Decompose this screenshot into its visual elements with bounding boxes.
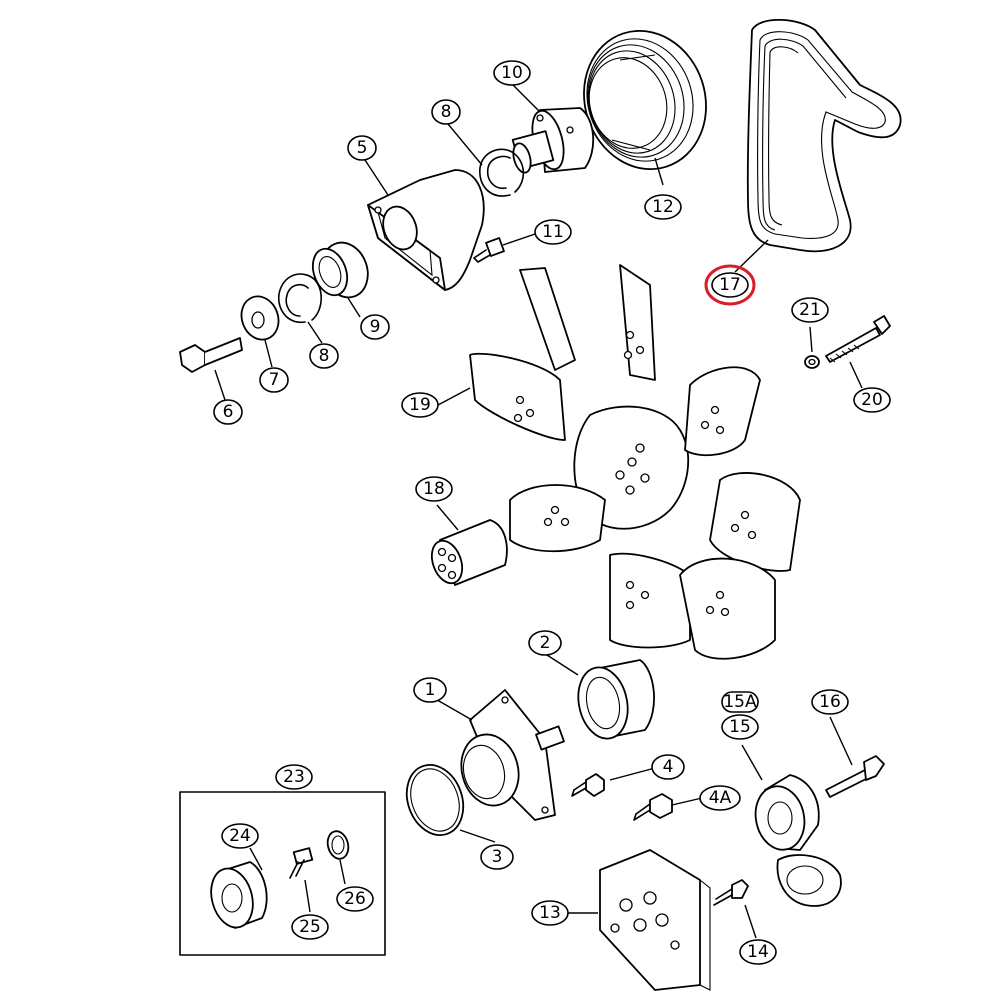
callout-8-upper: 8 bbox=[431, 99, 461, 125]
fan-part bbox=[469, 264, 801, 660]
leader-lines bbox=[214, 84, 863, 939]
callout-12: 12 bbox=[644, 194, 682, 220]
svg-text:11: 11 bbox=[542, 222, 564, 242]
svg-text:8: 8 bbox=[441, 102, 452, 122]
bolt-4a-part bbox=[633, 793, 673, 821]
svg-text:15A: 15A bbox=[723, 692, 757, 712]
svg-text:9: 9 bbox=[370, 317, 381, 337]
snap-ring-lower-part bbox=[278, 273, 322, 323]
stud-part bbox=[289, 847, 314, 879]
bolt-11-part bbox=[473, 237, 505, 263]
svg-text:14: 14 bbox=[747, 942, 769, 962]
svg-text:3: 3 bbox=[492, 847, 503, 867]
svg-text:21: 21 bbox=[799, 300, 821, 320]
callout-23: 23 bbox=[275, 764, 313, 790]
svg-text:26: 26 bbox=[344, 889, 366, 909]
callout-20: 20 bbox=[853, 387, 891, 413]
idler-pulley-part bbox=[210, 861, 268, 929]
svg-text:2: 2 bbox=[540, 633, 551, 653]
callout-11: 11 bbox=[534, 219, 572, 245]
bolt-14-part bbox=[713, 879, 749, 906]
svg-text:13: 13 bbox=[539, 903, 561, 923]
svg-text:25: 25 bbox=[299, 917, 321, 937]
callout-3: 3 bbox=[480, 844, 514, 870]
kit-box bbox=[179, 791, 386, 956]
snap-ring-upper-part bbox=[479, 148, 525, 197]
callout-24: 24 bbox=[221, 823, 259, 849]
bolt-16-part bbox=[825, 755, 885, 798]
svg-text:4: 4 bbox=[663, 757, 674, 777]
callout-14: 14 bbox=[739, 939, 777, 965]
pulley-part bbox=[583, 29, 707, 171]
housing-part bbox=[367, 169, 485, 291]
svg-text:1: 1 bbox=[425, 680, 436, 700]
bolt-4-part bbox=[571, 773, 605, 797]
callout-13: 13 bbox=[531, 900, 569, 926]
bearing-part bbox=[311, 241, 369, 299]
svg-text:10: 10 bbox=[501, 63, 523, 83]
svg-text:4A: 4A bbox=[709, 788, 732, 808]
hub-part bbox=[511, 107, 595, 174]
long-bolt-part bbox=[825, 315, 891, 363]
svg-text:8: 8 bbox=[319, 346, 330, 366]
o-ring-part bbox=[405, 764, 465, 836]
callout-19: 19 bbox=[401, 392, 439, 418]
svg-text:5: 5 bbox=[357, 138, 368, 158]
svg-text:16: 16 bbox=[819, 692, 841, 712]
callout-15a: 15A bbox=[721, 691, 759, 713]
callout-17: 17 bbox=[704, 264, 756, 306]
svg-text:12: 12 bbox=[652, 197, 674, 217]
callout-1: 1 bbox=[413, 677, 447, 703]
callout-4a: 4A bbox=[699, 785, 741, 811]
callout-26: 26 bbox=[336, 886, 374, 912]
callout-21: 21 bbox=[791, 297, 829, 323]
svg-text:19: 19 bbox=[409, 395, 431, 415]
svg-text:15: 15 bbox=[729, 717, 751, 737]
nut-part bbox=[804, 355, 820, 369]
spacer-part bbox=[430, 519, 508, 586]
callout-4: 4 bbox=[651, 754, 685, 780]
callout-10: 10 bbox=[493, 60, 531, 86]
callout-25: 25 bbox=[291, 914, 329, 940]
belt-part bbox=[746, 18, 902, 253]
callout-2: 2 bbox=[528, 630, 562, 656]
svg-text:6: 6 bbox=[223, 402, 234, 422]
svg-text:24: 24 bbox=[229, 826, 251, 846]
ring-26-part bbox=[326, 830, 350, 860]
washer-part bbox=[240, 295, 280, 341]
callout-6: 6 bbox=[213, 399, 243, 425]
svg-text:23: 23 bbox=[283, 767, 305, 787]
water-pump-part bbox=[460, 689, 565, 821]
svg-text:18: 18 bbox=[423, 479, 445, 499]
callout-15: 15 bbox=[721, 714, 759, 740]
pulley-2-part bbox=[577, 659, 655, 740]
callout-17-highlight-ring bbox=[704, 264, 756, 306]
bolt-6-part bbox=[179, 337, 243, 373]
svg-text:7: 7 bbox=[269, 370, 280, 390]
svg-text:20: 20 bbox=[861, 390, 883, 410]
bracket-plate-part bbox=[599, 849, 711, 991]
svg-text:17: 17 bbox=[719, 275, 741, 295]
callout-16: 16 bbox=[811, 689, 849, 715]
callout-8-lower: 8 bbox=[309, 343, 339, 369]
callout-5: 5 bbox=[347, 135, 377, 161]
callout-9: 9 bbox=[360, 314, 390, 340]
callout-18: 18 bbox=[415, 476, 453, 502]
tensioner-part bbox=[754, 774, 842, 907]
callout-7: 7 bbox=[259, 367, 289, 393]
